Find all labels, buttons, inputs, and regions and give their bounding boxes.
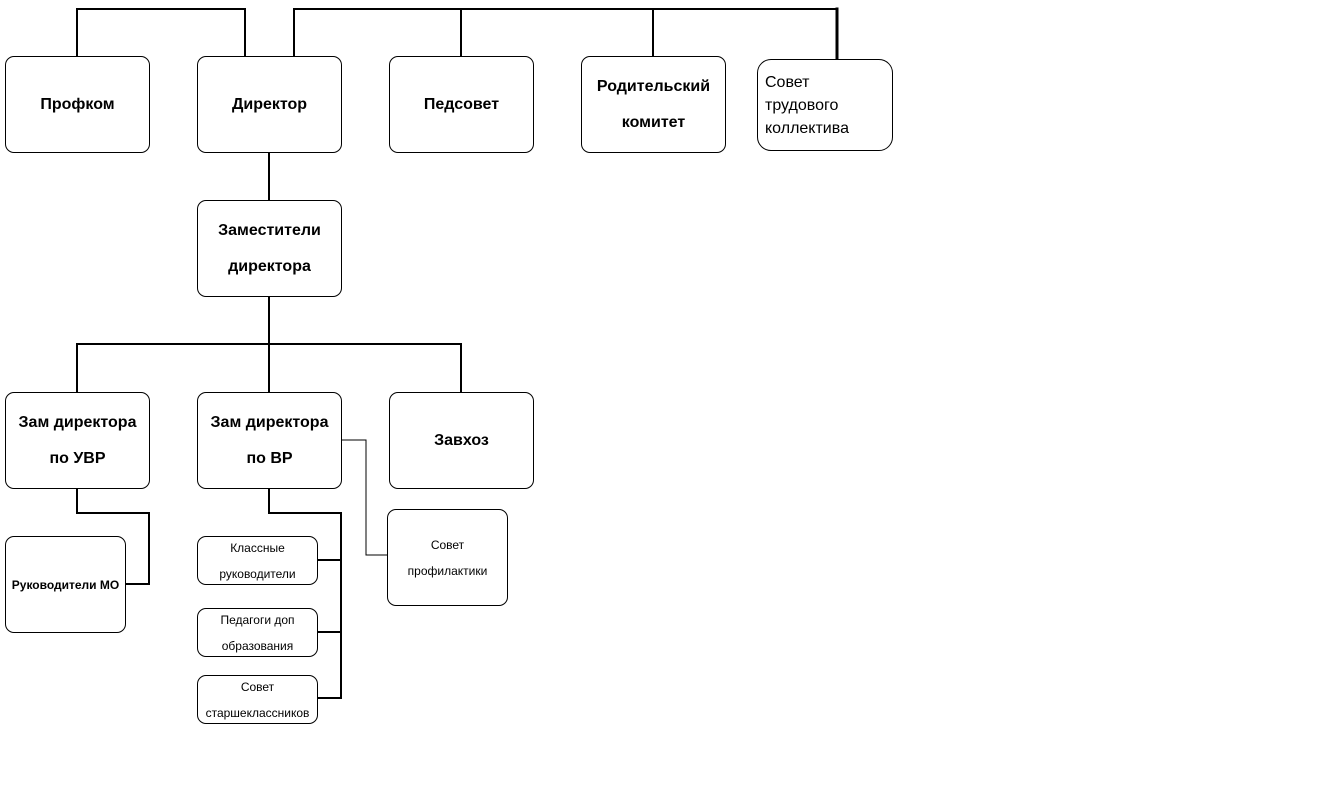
- connector-profkom-direktor: [76, 8, 246, 57]
- node-profkom: Профком: [5, 56, 150, 153]
- node-zam-uvr-label: Зам директора по УВР: [18, 413, 137, 467]
- node-roditelsky-komitet: Родительский комитет: [581, 56, 726, 153]
- node-sovet-profilaktiki: Совет профилактики: [387, 509, 508, 606]
- node-zamestiteli-direktora-label: Заместители директора: [218, 221, 321, 275]
- node-rukovoditeli-mo-label: Руководители МО: [11, 577, 120, 592]
- node-roditelsky-komitet-label: Родительский комитет: [596, 77, 711, 131]
- node-zam-vr: Зам директора по ВР: [197, 392, 342, 489]
- node-rukovoditeli-mo: Руководители МО: [5, 536, 126, 633]
- node-sovet-starsheklassnikov: Совет старшеклассников: [197, 675, 318, 724]
- connector-uvr-mo: [76, 487, 150, 585]
- node-direktor: Директор: [197, 56, 342, 153]
- node-sovet-trudovogo-kollektiva-label: Совет трудового коллектива: [765, 73, 849, 137]
- node-zam-uvr: Зам директора по УВР: [5, 392, 150, 489]
- node-zavhoz-label: Завхоз: [434, 431, 489, 449]
- connector-vr-profilaktiki: [341, 439, 388, 556]
- node-zamestiteli-direktora: Заместители директора: [197, 200, 342, 297]
- connector-top-bus: [293, 8, 838, 57]
- node-sovet-starsheklassnikov-label: Совет старшеклассников: [205, 679, 310, 720]
- node-zavhoz: Завхоз: [389, 392, 534, 489]
- node-sovet-profilaktiki-label: Совет профилактики: [407, 537, 488, 578]
- node-pedagogi-dop: Педагоги доп образования: [197, 608, 318, 657]
- node-profkom-label: Профком: [40, 95, 115, 113]
- node-sovet-trudovogo-kollektiva: Совет трудового коллектива: [757, 59, 893, 151]
- node-pedsovet-label: Педсовет: [423, 95, 500, 113]
- node-klassnye-rukovoditeli: Классные руководители: [197, 536, 318, 585]
- node-pedagogi-dop-label: Педагоги доп образования: [220, 612, 295, 653]
- node-klassnye-rukovoditeli-label: Классные руководители: [219, 540, 296, 581]
- connector-deputies-bus: [76, 343, 462, 393]
- connector-vr-bracket: [268, 487, 342, 699]
- node-pedsovet: Педсовет: [389, 56, 534, 153]
- node-direktor-label: Директор: [231, 95, 308, 113]
- node-zam-vr-label: Зам директора по ВР: [210, 413, 329, 467]
